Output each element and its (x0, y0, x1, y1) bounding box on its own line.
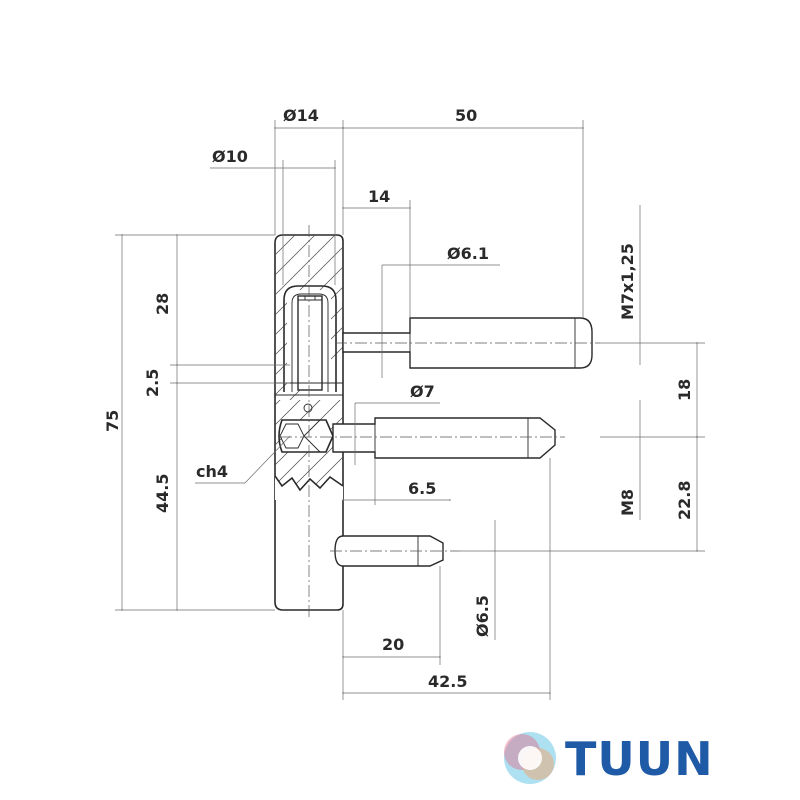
middle-pin (332, 417, 556, 459)
center-lines (280, 225, 600, 620)
label-d65b: 6.5 (408, 479, 436, 498)
label-ch4: ch4 (196, 462, 228, 481)
label-d14: Ø14 (283, 106, 319, 125)
label-d14b: 14 (368, 187, 390, 206)
label-d75: 75 (103, 410, 122, 432)
dimension-labels: Ø14 50 Ø10 14 Ø6.1 M7x1,25 28 2.5 75 Ø7 … (103, 106, 694, 691)
logo-text: TUUN (565, 732, 714, 786)
label-d65: Ø6.5 (473, 595, 492, 637)
hatch-mid (275, 400, 343, 485)
label-d425: 42.5 (428, 672, 467, 691)
label-m8: M8 (618, 489, 637, 516)
label-d7: Ø7 (410, 382, 435, 401)
lower-pin (334, 535, 444, 567)
label-d10: Ø10 (212, 147, 248, 166)
label-d25: 2.5 (143, 369, 162, 397)
label-d18: 18 (675, 379, 694, 401)
label-d445: 44.5 (153, 474, 172, 513)
label-d28: 28 (153, 293, 172, 315)
label-d20: 20 (382, 635, 404, 654)
dimension-lines (115, 120, 705, 700)
tuun-logo: TUUN (504, 732, 714, 786)
label-d50: 50 (455, 106, 477, 125)
label-d61: Ø6.1 (447, 244, 489, 263)
label-d228: 22.8 (675, 481, 694, 520)
label-m7: M7x1,25 (618, 243, 637, 320)
